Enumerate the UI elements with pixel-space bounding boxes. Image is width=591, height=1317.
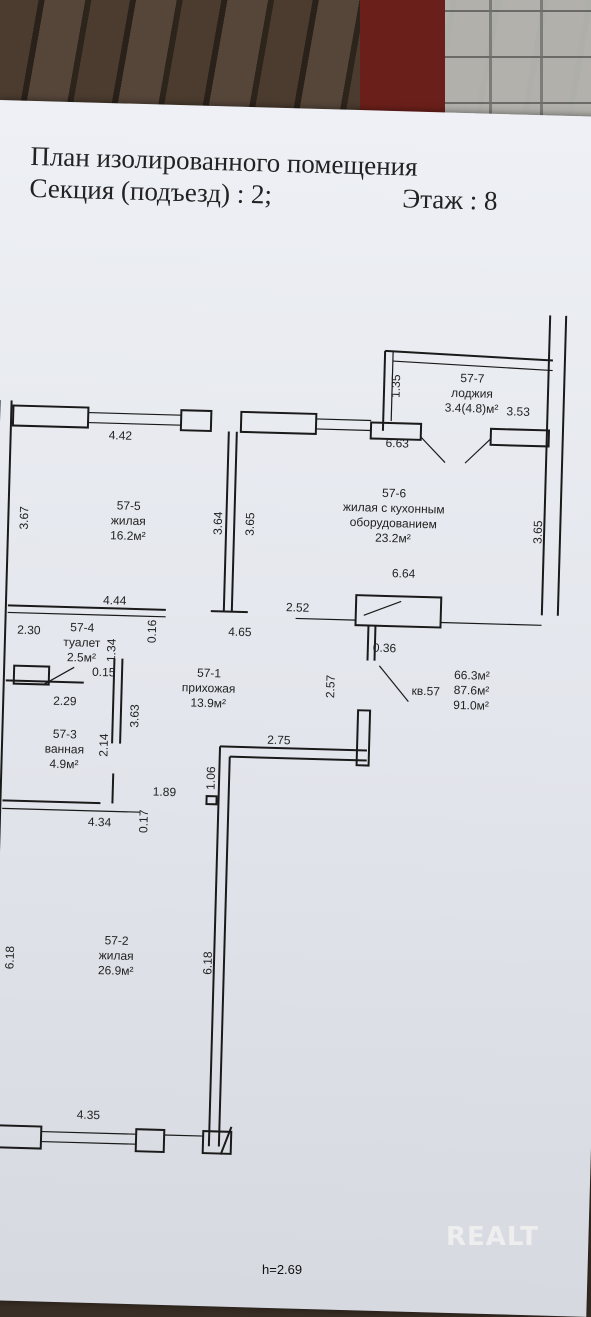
- dim-label: 6.63: [385, 435, 410, 451]
- room-57-6-label: 57-6 жилая с кухонным оборудованием 23.2…: [323, 484, 465, 548]
- floor-label: Этаж : 8: [401, 183, 498, 216]
- room-57-5-label: 57-5 жилая 16.2м²: [98, 498, 159, 545]
- room-name: прихожая: [181, 680, 236, 696]
- dim-label: 3.65: [242, 512, 258, 537]
- dim-label: 3.53: [506, 404, 531, 419]
- room-id: 57-2: [104, 933, 129, 948]
- room-57-1-label: 57-1 прихожая 13.9м²: [173, 665, 244, 712]
- dim-label: 4.44: [102, 593, 127, 608]
- floor-plan-drawing: [0, 315, 568, 1155]
- apartment-number: кв.57: [411, 683, 441, 699]
- dim-label: 4.42: [108, 428, 133, 443]
- area-total-1: 66.3м²: [453, 667, 490, 683]
- ceiling-height: h=2.69: [262, 1262, 303, 1277]
- room-name: ванная: [44, 741, 85, 757]
- dim-label: 4.34: [87, 814, 112, 830]
- dim-label: 2.57: [323, 674, 338, 699]
- dim-label: 6.18: [2, 945, 18, 970]
- room-id: 57-5: [116, 498, 141, 514]
- outer-wall-right: [540, 315, 552, 616]
- apartment-areas: 66.3м² 87.6м² 91.0м²: [453, 668, 504, 714]
- room-id: 57-4: [70, 620, 95, 635]
- loggia-wall: [381, 350, 387, 431]
- room-area: 3.4(4.8)м²: [444, 400, 499, 417]
- room-name: жилая: [98, 948, 134, 964]
- dim-label: 3.65: [530, 520, 546, 545]
- room-area: 13.9м²: [190, 695, 227, 711]
- dim-label: 0.16: [144, 619, 160, 644]
- dim-label: 0.36: [372, 640, 397, 656]
- floor-plan-sheet: План изолированного помещения Секция (по…: [0, 100, 591, 1317]
- dim-label: 6.64: [391, 566, 416, 581]
- room-area: 2.5м²: [66, 650, 97, 665]
- dim-label: 1.35: [388, 374, 404, 399]
- dim-label: 0.15: [91, 664, 116, 680]
- room-57-2-label: 57-2 жилая 26.9м²: [86, 933, 147, 980]
- dim-label: 2.75: [267, 732, 291, 748]
- dim-label: 4.65: [228, 624, 252, 640]
- dim-label: 4.35: [76, 1107, 101, 1123]
- dim-label: 2.30: [17, 622, 41, 638]
- dim-label: 1.06: [203, 766, 219, 791]
- dim-label: 0.17: [136, 809, 151, 834]
- red-post: [360, 0, 445, 130]
- area-total-3: 91.0м²: [453, 697, 490, 713]
- dim-label: 2.14: [96, 733, 112, 758]
- window-block: [11, 404, 90, 429]
- dim-label: 3.63: [127, 704, 142, 728]
- dim-label: 1.89: [152, 784, 177, 800]
- dim-label: 2.29: [53, 693, 77, 709]
- room-57-4-label: 57-4 туалет 2.5м²: [56, 620, 107, 666]
- dim-label: 3.64: [210, 511, 226, 536]
- room-name: жилая: [110, 513, 146, 529]
- room-area: 16.2м²: [109, 528, 146, 544]
- area-total-2: 87.6м²: [453, 682, 490, 698]
- room-area: 26.9м²: [97, 963, 134, 979]
- dim-label: 6.18: [200, 951, 215, 976]
- dim-label: 2.52: [285, 600, 310, 615]
- room-name: туалет: [63, 634, 101, 651]
- room-area: 4.9м²: [49, 756, 79, 772]
- room-57-3-label: 57-3 ванная 4.9м²: [36, 726, 92, 773]
- room-id: 57-3: [52, 726, 78, 742]
- watermark-logo: REALT: [446, 1222, 539, 1252]
- dim-label: 1.34: [104, 638, 119, 663]
- dim-label: 3.67: [16, 505, 32, 530]
- room-57-7-label: 57-7 лоджия 3.4(4.8)м²: [431, 370, 512, 417]
